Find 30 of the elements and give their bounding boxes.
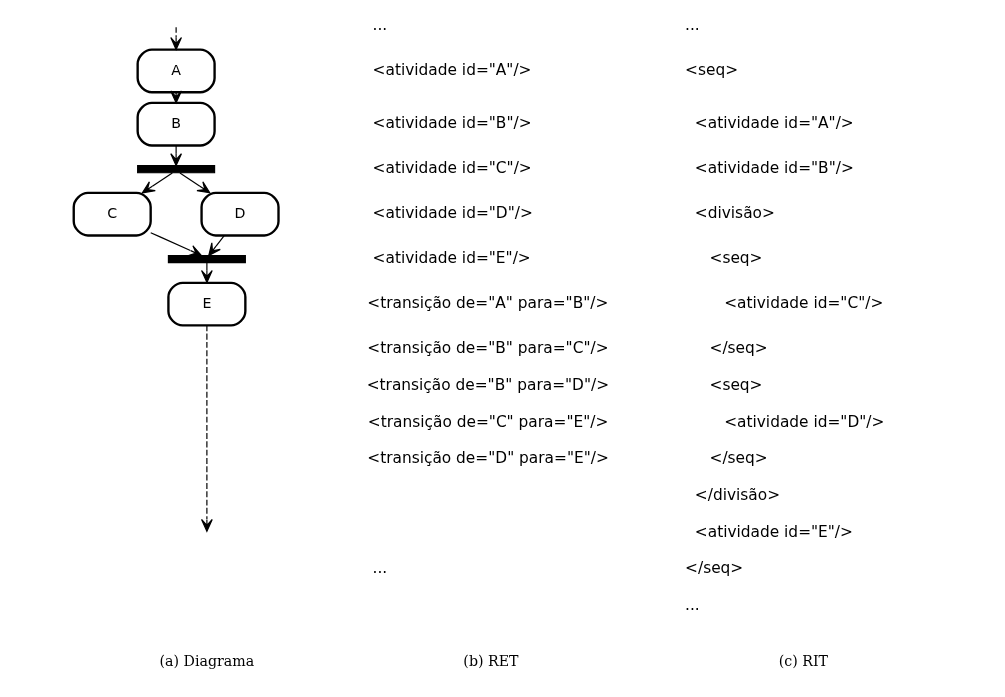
label: <transição de="B" para="D"/> bbox=[366, 375, 610, 394]
label: (c) RIT bbox=[778, 653, 829, 670]
label: <seq> bbox=[709, 375, 763, 394]
label: <transição de="D" para="E"/> bbox=[367, 449, 609, 468]
label: </seq> bbox=[709, 449, 768, 468]
label: </seq> bbox=[709, 339, 768, 358]
label: (a) Diagrama bbox=[159, 653, 255, 670]
label: <atividade id="A"/> bbox=[372, 60, 532, 79]
label: ... bbox=[372, 15, 388, 34]
label: (b) RET bbox=[463, 653, 519, 670]
label: <atividade id="B"/> bbox=[372, 114, 532, 133]
label: <atividade id="D"/> bbox=[372, 204, 533, 223]
label: ... bbox=[685, 595, 700, 614]
label: <atividade id="A"/> bbox=[694, 114, 854, 133]
label: <transição de="A" para="B"/> bbox=[367, 294, 609, 313]
label: <atividade id="E"/> bbox=[372, 249, 531, 268]
label: <atividade id="B"/> bbox=[694, 159, 854, 178]
label: <atividade id="C"/> bbox=[724, 294, 884, 313]
label: <atividade id="C"/> bbox=[372, 159, 532, 178]
label: </seq> bbox=[685, 559, 744, 578]
label: <transição de="C" para="E"/> bbox=[367, 412, 609, 431]
label: <atividade id="D"/> bbox=[724, 412, 885, 431]
label: <transição de="B" para="C"/> bbox=[367, 339, 609, 358]
label: ... bbox=[685, 15, 700, 34]
label: <atividade id="E"/> bbox=[694, 522, 853, 541]
label: <seq> bbox=[709, 249, 763, 268]
label: ... bbox=[372, 559, 388, 578]
label: <seq> bbox=[685, 60, 739, 79]
label: </divisão> bbox=[694, 485, 781, 504]
label: <divisão> bbox=[694, 204, 775, 223]
